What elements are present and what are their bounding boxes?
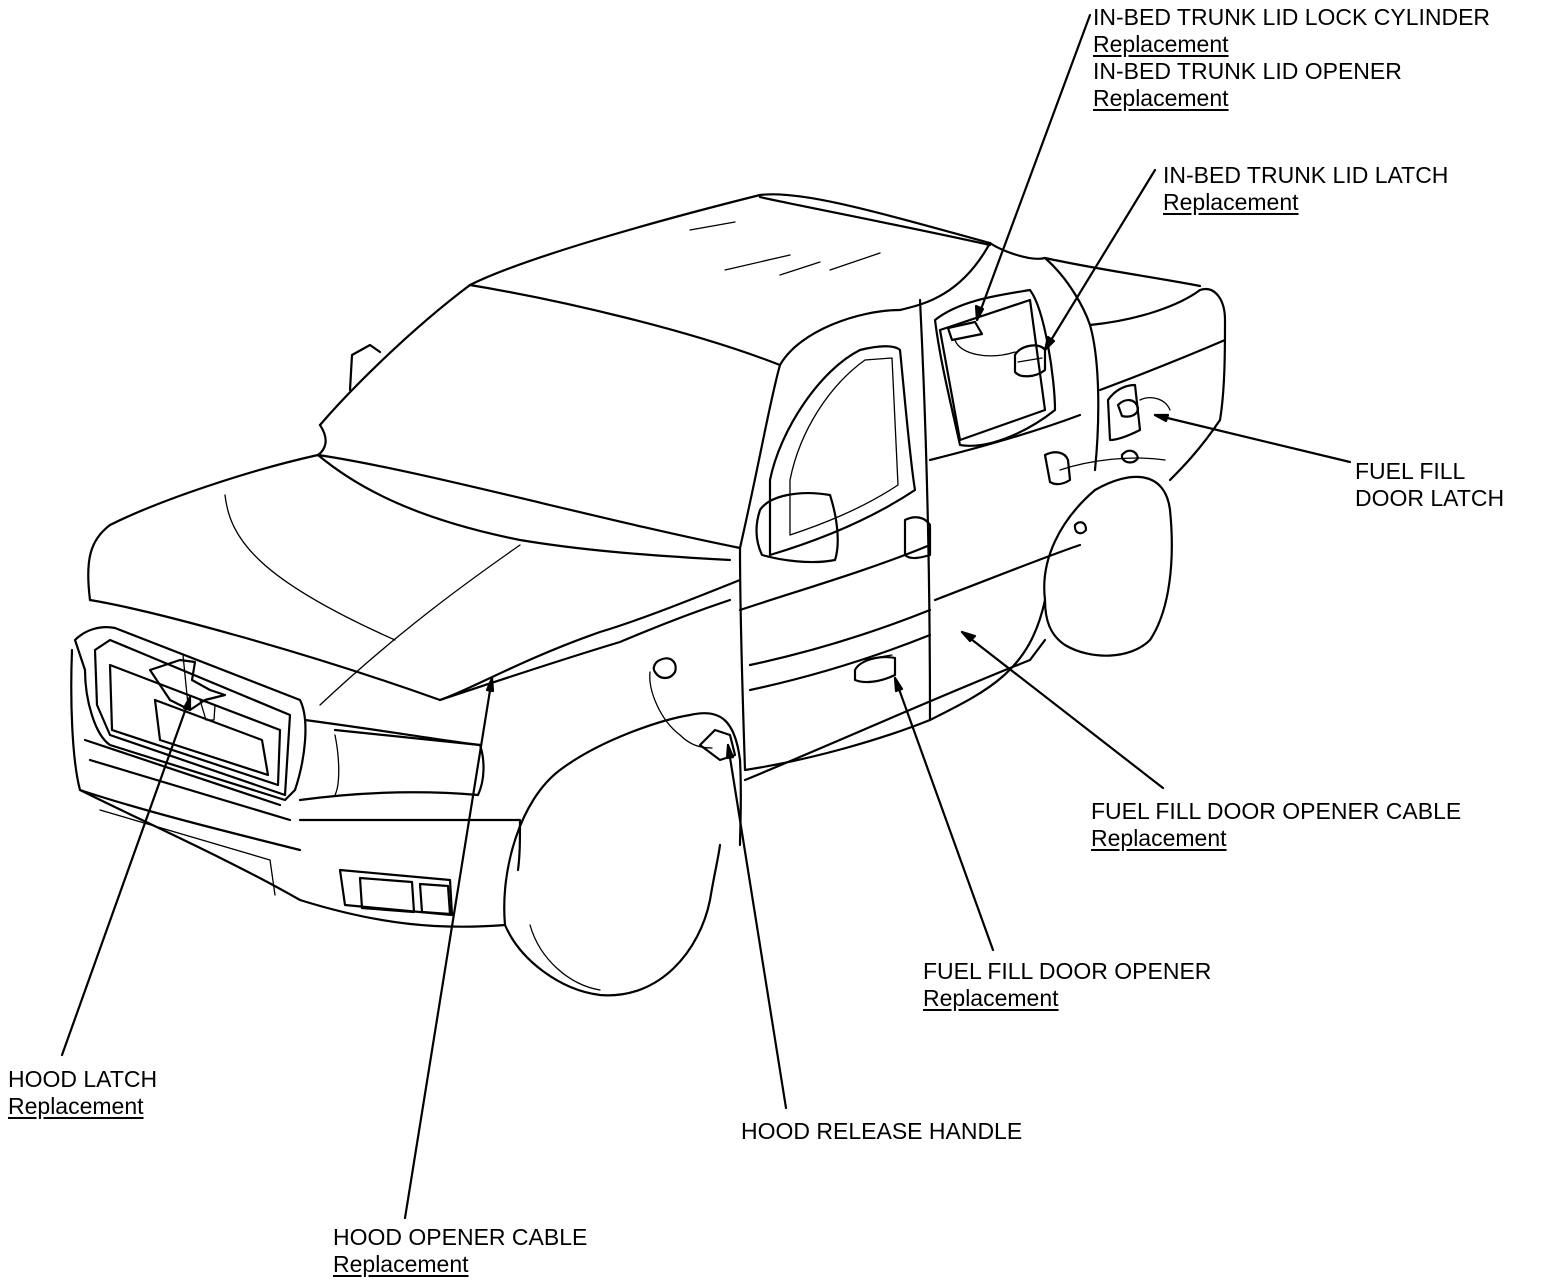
fuel-fill-door-opener-cable-title: FUEL FILL DOOR OPENER CABLE	[1091, 798, 1462, 824]
callout-trunk-lid-lock-cylinder: IN-BED TRUNK LID LOCK CYLINDER Replaceme…	[1093, 4, 1490, 58]
leader-hood-latch	[60, 695, 192, 1057]
callout-hood-release-handle: HOOD RELEASE HANDLE	[741, 1118, 1022, 1145]
leader-fuel-fill-door-opener-cable	[960, 630, 1165, 790]
trunk-lid-lock-cylinder-title: IN-BED TRUNK LID LOCK CYLINDER	[1093, 4, 1491, 30]
trunk-lid-lock-cylinder-part	[946, 320, 1016, 357]
leader-hood-opener-cable	[403, 676, 494, 1220]
hood-release-handle-title: HOOD RELEASE HANDLE	[741, 1118, 1023, 1144]
callout-fuel-fill-door-latch: FUEL FILL DOOR LATCH	[1355, 458, 1504, 512]
truck-drawing	[70, 193, 1227, 997]
trunk-lid-latch-part	[1013, 344, 1047, 378]
leader-trunk-lock-cylinder	[975, 13, 1092, 322]
hood-latch-title: HOOD LATCH	[8, 1066, 158, 1092]
trunk-lid-opener-title: IN-BED TRUNK LID OPENER	[1093, 58, 1402, 84]
leader-fuel-fill-door-latch	[1153, 413, 1352, 464]
fuel-fill-door-opener-title: FUEL FILL DOOR OPENER	[923, 958, 1212, 984]
fuel-fill-door-latch-line1: FUEL FILL	[1355, 458, 1466, 484]
trunk-lid-latch-title: IN-BED TRUNK LID LATCH	[1163, 162, 1449, 188]
callout-trunk-lid-opener: IN-BED TRUNK LID OPENER Replacement	[1093, 58, 1402, 112]
trunk-lid-latch-replacement-link[interactable]: Replacement	[1163, 189, 1299, 215]
callout-fuel-fill-door-opener-cable: FUEL FILL DOOR OPENER CABLE Replacement	[1091, 798, 1461, 852]
callout-fuel-fill-door-opener: FUEL FILL DOOR OPENER Replacement	[923, 958, 1211, 1012]
hood-latch-replacement-link[interactable]: Replacement	[8, 1093, 144, 1119]
leader-trunk-latch	[1043, 168, 1157, 352]
trunk-lid-lock-cylinder-replacement-link[interactable]: Replacement	[1093, 31, 1229, 57]
callout-hood-opener-cable: HOOD OPENER CABLE Replacement	[333, 1224, 587, 1278]
fuel-fill-door-latch-line2: DOOR LATCH	[1355, 485, 1505, 511]
callout-hood-latch: HOOD LATCH Replacement	[8, 1066, 157, 1120]
trunk-lid-opener-replacement-link[interactable]: Replacement	[1093, 85, 1229, 111]
leader-lines	[60, 13, 1352, 1220]
hood-release-handle-part	[698, 728, 737, 762]
leader-fuel-fill-door-opener	[893, 676, 995, 952]
fuel-fill-door-opener-part	[853, 654, 897, 684]
hood-opener-cable-part	[649, 657, 713, 749]
hood-opener-cable-title: HOOD OPENER CABLE	[333, 1224, 588, 1250]
fuel-fill-door-opener-cable-replacement-link[interactable]: Replacement	[1091, 825, 1227, 851]
fuel-fill-door-opener-replacement-link[interactable]: Replacement	[923, 985, 1059, 1011]
fuel-fill-door-latch-part	[1073, 397, 1171, 535]
callout-trunk-lid-latch: IN-BED TRUNK LID LATCH Replacement	[1163, 162, 1448, 216]
hood-latch-part	[148, 654, 227, 721]
leader-hood-release-handle	[726, 743, 788, 1110]
hood-opener-cable-replacement-link[interactable]: Replacement	[333, 1251, 469, 1277]
